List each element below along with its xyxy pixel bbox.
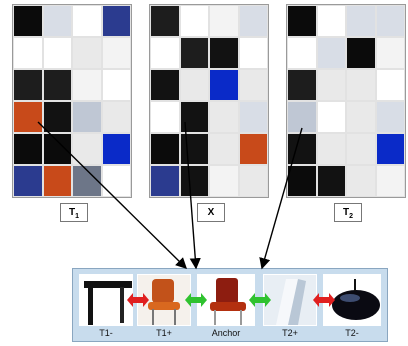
caption-t2-minus: T2- [345, 328, 359, 338]
image-thumbnail [316, 5, 346, 37]
caption-anchor: Anchor [211, 328, 241, 338]
image-thumbnail [375, 5, 405, 37]
image-thumbnail [238, 69, 268, 101]
image-thumbnail [72, 133, 102, 165]
relation-arrow-dissimilar [313, 293, 335, 307]
grid-label-t1: T1 [60, 203, 88, 222]
image-thumbnail [316, 165, 346, 197]
image-thumbnail [72, 101, 102, 133]
image-thumbnail [150, 165, 180, 197]
image-thumbnail [209, 133, 239, 165]
thumb-t1-plus [137, 274, 191, 326]
image-thumbnail [346, 101, 376, 133]
image-thumbnail [179, 101, 209, 133]
image-thumbnail [316, 37, 346, 69]
image-thumbnail [150, 69, 180, 101]
image-thumbnail [72, 165, 102, 197]
image-thumbnail [101, 5, 131, 37]
image-thumbnail [287, 69, 317, 101]
image-thumbnail [209, 101, 239, 133]
image-thumbnail [375, 69, 405, 101]
image-thumbnail [42, 165, 72, 197]
image-thumbnail [238, 5, 268, 37]
image-thumbnail [375, 133, 405, 165]
grid-label-t2: T2 [334, 203, 362, 222]
image-thumbnail [13, 165, 43, 197]
image-thumbnail [209, 69, 239, 101]
image-thumbnail [101, 69, 131, 101]
image-thumbnail [209, 37, 239, 69]
image-thumbnail [179, 37, 209, 69]
image-thumbnail [72, 5, 102, 37]
image-thumbnail [72, 69, 102, 101]
image-thumbnail [42, 69, 72, 101]
image-thumbnail [42, 5, 72, 37]
image-thumbnail [375, 165, 405, 197]
image-thumbnail [375, 37, 405, 69]
image-thumbnail [13, 101, 43, 133]
image-thumbnail [346, 133, 376, 165]
image-thumbnail [238, 37, 268, 69]
image-thumbnail [42, 37, 72, 69]
image-grid-t1 [12, 4, 132, 198]
image-thumbnail [150, 101, 180, 133]
image-thumbnail [42, 133, 72, 165]
image-thumbnail [238, 101, 268, 133]
image-thumbnail [316, 133, 346, 165]
image-thumbnail [346, 5, 376, 37]
image-thumbnail [179, 69, 209, 101]
image-thumbnail [179, 133, 209, 165]
image-thumbnail [287, 133, 317, 165]
image-thumbnail [287, 165, 317, 197]
image-thumbnail [238, 165, 268, 197]
image-thumbnail [150, 133, 180, 165]
image-thumbnail [346, 165, 376, 197]
image-grid-x [149, 4, 269, 198]
grid-label-x: X [197, 203, 225, 222]
caption-t1-minus: T1- [99, 328, 113, 338]
relation-arrow-similar [249, 293, 271, 307]
image-thumbnail [101, 133, 131, 165]
relation-arrow-dissimilar [127, 293, 149, 307]
caption-t2-plus: T2+ [282, 328, 298, 338]
image-thumbnail [346, 69, 376, 101]
image-thumbnail [179, 165, 209, 197]
image-thumbnail [179, 5, 209, 37]
image-thumbnail [72, 37, 102, 69]
image-thumbnail [13, 69, 43, 101]
image-thumbnail [238, 133, 268, 165]
image-thumbnail [346, 37, 376, 69]
image-thumbnail [101, 101, 131, 133]
caption-t1-plus: T1+ [156, 328, 172, 338]
image-thumbnail [287, 5, 317, 37]
image-grid-t2 [286, 4, 406, 198]
image-thumbnail [375, 101, 405, 133]
image-thumbnail [316, 101, 346, 133]
image-thumbnail [209, 5, 239, 37]
image-thumbnail [287, 37, 317, 69]
thumb-anchor [197, 274, 255, 326]
image-thumbnail [287, 101, 317, 133]
image-thumbnail [101, 37, 131, 69]
image-thumbnail [150, 5, 180, 37]
image-thumbnail [42, 101, 72, 133]
image-thumbnail [209, 165, 239, 197]
image-thumbnail [13, 5, 43, 37]
relation-arrow-similar [185, 293, 207, 307]
image-thumbnail [13, 133, 43, 165]
image-thumbnail [13, 37, 43, 69]
image-thumbnail [316, 69, 346, 101]
image-thumbnail [150, 37, 180, 69]
image-thumbnail [101, 165, 131, 197]
triplet-panel: T1- T1+ Anchor T2+ T2- [72, 268, 388, 342]
thumb-t1-minus [79, 274, 133, 326]
